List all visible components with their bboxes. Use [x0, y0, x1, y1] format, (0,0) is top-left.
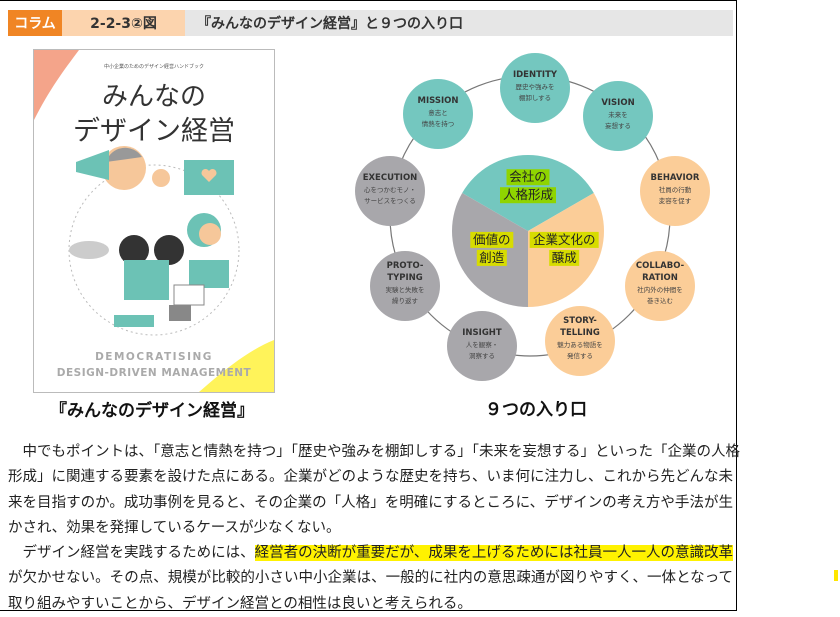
entrance-node-insight: INSIGHT 人を観察・洞察する — [447, 311, 517, 381]
book-caption: 『みんなのデザイン経営』 — [50, 401, 254, 421]
center-label: 創造 — [479, 250, 505, 265]
svg-text:歴史や強みを: 歴史や強みを — [516, 82, 555, 91]
svg-text:繰り返す: 繰り返す — [392, 296, 419, 305]
svg-text:発信する: 発信する — [567, 351, 593, 360]
center-label: 企業文化の — [533, 232, 596, 247]
center-label: 会社の — [509, 169, 547, 184]
svg-text:妄想する: 妄想する — [605, 121, 631, 130]
svg-text:未来を: 未来を — [608, 110, 628, 119]
svg-text:RATION: RATION — [642, 273, 678, 283]
svg-text:サービスをつくる: サービスをつくる — [364, 196, 416, 205]
entrance-node-mission: MISSION 意志と情熱を持つ — [403, 79, 473, 149]
svg-text:STORY-: STORY- — [563, 316, 597, 326]
body-text: 中でもポイントは、「意志と情熱を持つ」「歴史や強みを棚卸しする」「未来を妄想する… — [8, 440, 740, 617]
svg-text:TYPING: TYPING — [387, 273, 422, 283]
entrance-node-identity: IDENTITY 歴史や強みを棚卸しする — [500, 53, 570, 123]
document-page: コラム 2-2-3②図 『みんなのデザイン経営』と９つの入り口 中小企業のための… — [0, 0, 740, 612]
highlight-marker — [834, 570, 838, 581]
column-tag: コラム — [8, 10, 62, 36]
svg-text:COLLABO-: COLLABO- — [636, 261, 685, 271]
highlighted-text: 経営者の決断が重要だが、成果を上げるためには社員一人一人の意識改革 — [254, 545, 734, 562]
figure-title: 『みんなのデザイン経営』と９つの入り口 — [185, 10, 733, 36]
svg-text:情熱を持つ: 情熱を持つ — [422, 119, 455, 128]
svg-text:実験と失敗を: 実験と失敗を — [386, 285, 425, 294]
svg-text:心をつかむモノ・: 心をつかむモノ・ — [364, 186, 416, 194]
svg-text:BEHAVIOR: BEHAVIOR — [651, 173, 700, 183]
body-line: が欠かせない。その点、規模が比較的小さい中小企業は、一般的に社内の意思疎通が図り… — [8, 570, 733, 587]
svg-text:人を観察・: 人を観察・ — [466, 340, 499, 349]
svg-text:EXECUTION: EXECUTION — [363, 173, 418, 183]
svg-text:社内外の仲間を: 社内外の仲間を — [637, 285, 683, 294]
diagram-caption: ９つの入り口 — [485, 400, 587, 420]
cover-title-2: デザイン経営 — [73, 116, 235, 147]
svg-text:洞察する: 洞察する — [469, 351, 495, 360]
svg-text:変容を促す: 変容を促す — [659, 196, 692, 205]
book-cover-image: 中小企業のためのデザイン経営ハンドブック みんなの デザイン経営 DEMOCRA… — [33, 49, 275, 393]
svg-text:意志と: 意志と — [428, 108, 448, 117]
svg-text:VISION: VISION — [601, 98, 634, 108]
svg-text:IDENTITY: IDENTITY — [513, 70, 558, 80]
svg-text:MISSION: MISSION — [418, 96, 459, 106]
cover-title-1: みんなの — [102, 82, 206, 112]
body-line: デザイン経営を実践するためには、経営者の決断が重要だが、成果を上げるためには社員… — [8, 545, 734, 562]
cover-subtitle: 中小企業のためのデザイン経営ハンドブック — [104, 63, 204, 70]
body-line: 形成」に関連する要素を設けた点にある。企業がどのような歴史を持ち、いま何に注力し… — [8, 469, 733, 486]
body-line: 来を目指すのか。成功事例を見ると、その企業の「人格」を明確にするところに、デザイ… — [8, 494, 733, 511]
figure-number: 2-2-3②図 — [62, 10, 185, 36]
svg-text:巻き込む: 巻き込む — [647, 296, 673, 305]
body-line: かされ、効果を発揮しているケースが少なくない。 — [8, 519, 341, 536]
body-line: 中でもポイントは、「意志と情熱を持つ」「歴史や強みを棚卸しする」「未来を妄想する… — [8, 444, 740, 460]
svg-text:社員の行動: 社員の行動 — [659, 185, 692, 194]
svg-text:INSIGHT: INSIGHT — [462, 328, 502, 338]
cover-english-2: DESIGN-DRIVEN MANAGEMENT — [57, 367, 252, 379]
svg-text:TELLING: TELLING — [560, 328, 600, 338]
center-label: 人格形成 — [503, 187, 553, 202]
svg-text:PROTO-: PROTO- — [387, 261, 424, 271]
center-label: 醸成 — [552, 250, 577, 265]
body-line: 取り組みやすいことから、デザイン経営との相性は良いと考えられる。 — [8, 595, 472, 612]
entrance-node-vision: VISION 未来を妄想する — [583, 81, 653, 151]
entrance-node-execution: EXECUTION 心をつかむモノ・サービスをつくる — [355, 156, 425, 226]
svg-text:棚卸しする: 棚卸しする — [519, 93, 551, 102]
center-label: 価値の — [473, 232, 511, 247]
svg-text:魅力ある物語を: 魅力ある物語を — [557, 340, 603, 349]
cover-english-1: DEMOCRATISING — [95, 351, 213, 363]
